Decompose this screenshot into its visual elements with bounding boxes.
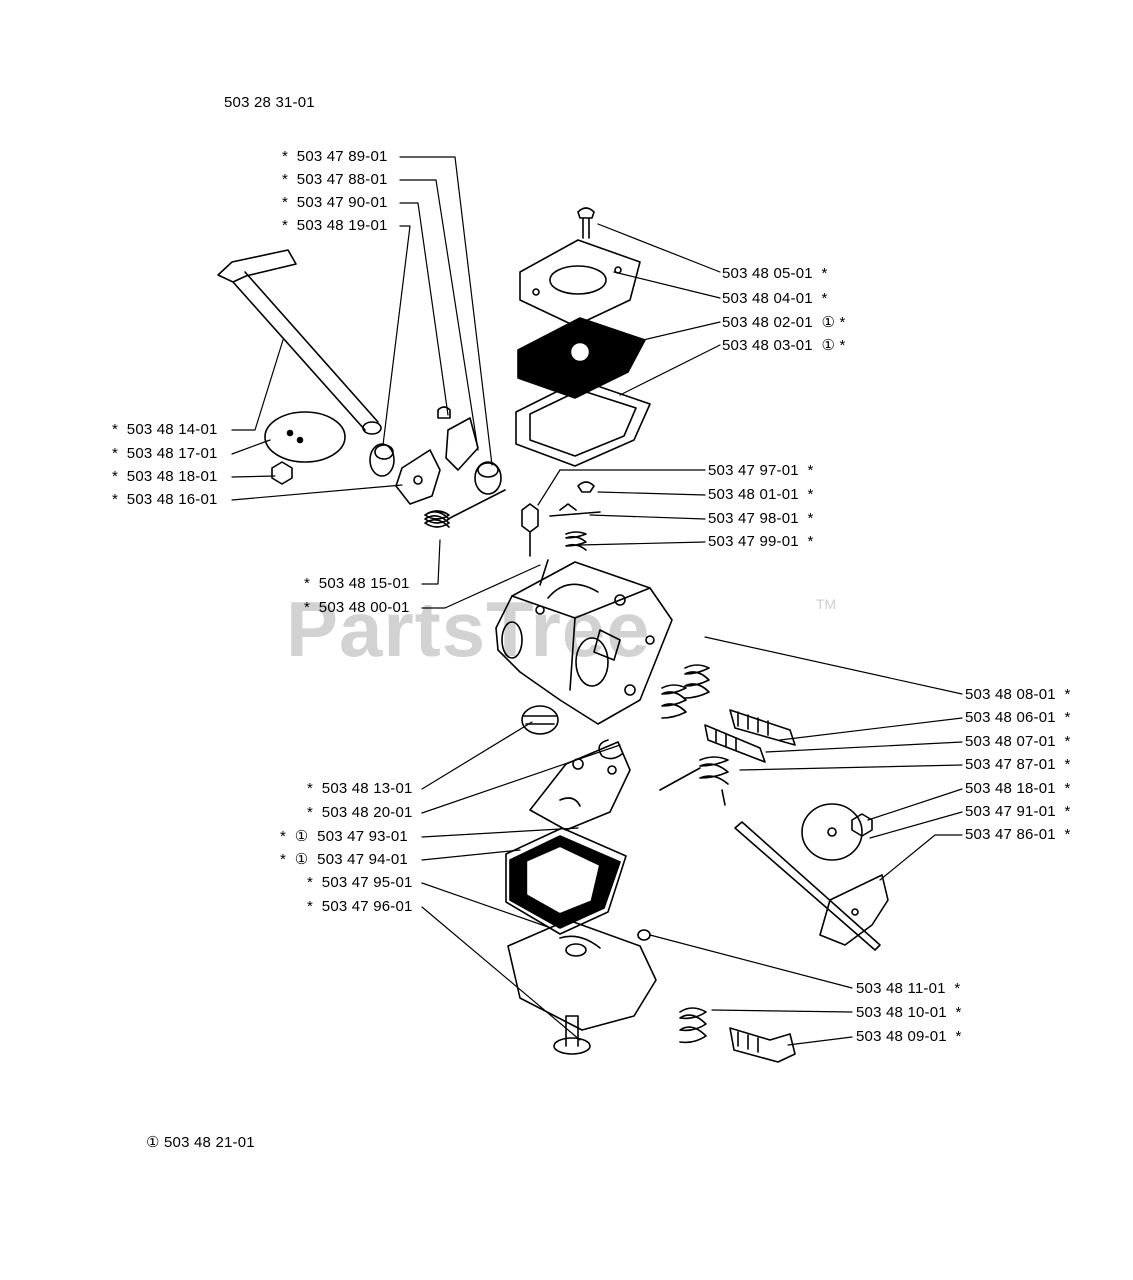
- throttle-shaft: [217, 249, 382, 435]
- part-label: 503 47 87-01 *: [965, 756, 1071, 773]
- bushing-right: [474, 461, 502, 495]
- part-label: * 503 47 89-01: [282, 148, 388, 165]
- small-screw-left: [437, 406, 451, 419]
- part-label: 503 48 08-01 *: [965, 686, 1071, 703]
- part-label: 503 48 06-01 *: [965, 709, 1071, 726]
- part-label: 503 47 86-01 *: [965, 826, 1071, 843]
- part-label: * 503 48 14-01: [112, 421, 218, 438]
- cover-screw: [577, 207, 595, 239]
- part-label: 503 48 02-01 ① *: [722, 314, 846, 331]
- watermark: PartsTree: [286, 585, 651, 673]
- throttle-nut: [271, 461, 293, 485]
- throttle-lever: [395, 449, 441, 505]
- part-label: * 503 48 15-01: [304, 575, 410, 592]
- part-label: 503 48 10-01 *: [856, 1004, 962, 1021]
- needle-spring-upper: [684, 664, 710, 699]
- part-label: * 503 47 88-01: [282, 171, 388, 188]
- leader-lines: [231, 156, 963, 1046]
- part-label: 503 48 18-01 *: [965, 780, 1071, 797]
- part-label: * 503 47 90-01: [282, 194, 388, 211]
- choke-nut: [851, 813, 873, 837]
- part-label: * 503 48 19-01: [282, 217, 388, 234]
- part-label: 503 48 07-01 *: [965, 733, 1071, 750]
- choke-valve-disc: [801, 803, 863, 861]
- part-label: 503 48 01-01 *: [708, 486, 814, 503]
- metering-cover-plate: [529, 741, 631, 831]
- part-label: * 503 48 20-01: [307, 804, 413, 821]
- inlet-needle: [521, 503, 539, 557]
- part-label: 503 48 05-01 *: [722, 265, 828, 282]
- pump-gasket: [515, 379, 651, 467]
- part-label: * 503 47 95-01: [307, 874, 413, 891]
- part-label: * 503 48 13-01: [307, 780, 413, 797]
- throttle-valve-disc: [264, 411, 346, 463]
- needle-screw: [577, 481, 595, 493]
- part-label: 503 47 98-01 *: [708, 510, 814, 527]
- part-label: * 503 48 18-01: [112, 468, 218, 485]
- idle-speed-screw: [729, 1027, 796, 1063]
- part-label: 503 48 09-01 *: [856, 1028, 962, 1045]
- carburetor-body: [495, 561, 673, 725]
- choke-shaft: [734, 821, 889, 951]
- low-speed-needle: [729, 709, 796, 746]
- assembly-number: 503 28 31-01: [224, 94, 315, 111]
- choke-lever-small: [445, 417, 479, 471]
- circlip: [598, 739, 623, 760]
- part-label: * ① 503 47 94-01: [280, 851, 408, 868]
- part-label: * 503 48 00-01: [304, 599, 410, 616]
- part-label: * 503 48 16-01: [112, 491, 218, 508]
- small-pin: [539, 559, 549, 586]
- footnote: ① 503 48 21-01: [146, 1134, 255, 1151]
- part-label: 503 48 11-01 *: [856, 980, 961, 997]
- high-speed-needle: [704, 724, 766, 763]
- metering-gasket: [505, 827, 627, 935]
- cover-screw-bottom: [553, 1015, 591, 1055]
- idle-spring: [679, 1007, 707, 1044]
- part-label: * ① 503 47 93-01: [280, 828, 408, 845]
- part-label: 503 47 99-01 *: [708, 533, 814, 550]
- metering-diaphragm: [509, 835, 621, 929]
- control-lever-needle: [549, 503, 601, 517]
- part-label: 503 48 03-01 ① *: [722, 337, 846, 354]
- check-valve-ball: [637, 929, 651, 941]
- part-label: * 503 48 17-01: [112, 445, 218, 462]
- choke-spring: [659, 756, 729, 806]
- metering-spring: [565, 531, 587, 551]
- needle-spring-lower: [661, 684, 687, 719]
- watermark-trademark: TM: [816, 596, 837, 612]
- pump-diaphragm: [517, 317, 646, 399]
- part-label: * 503 47 96-01: [307, 898, 413, 915]
- part-label: 503 47 97-01 *: [708, 462, 814, 479]
- pump-cover: [519, 239, 641, 327]
- throttle-return-spring: [424, 489, 506, 528]
- diaphragm-cover: [507, 919, 657, 1031]
- part-label: 503 47 91-01 *: [965, 803, 1071, 820]
- bushing-left: [369, 443, 395, 477]
- part-label: 503 48 04-01 *: [722, 290, 828, 307]
- fuel-screen: [521, 705, 559, 735]
